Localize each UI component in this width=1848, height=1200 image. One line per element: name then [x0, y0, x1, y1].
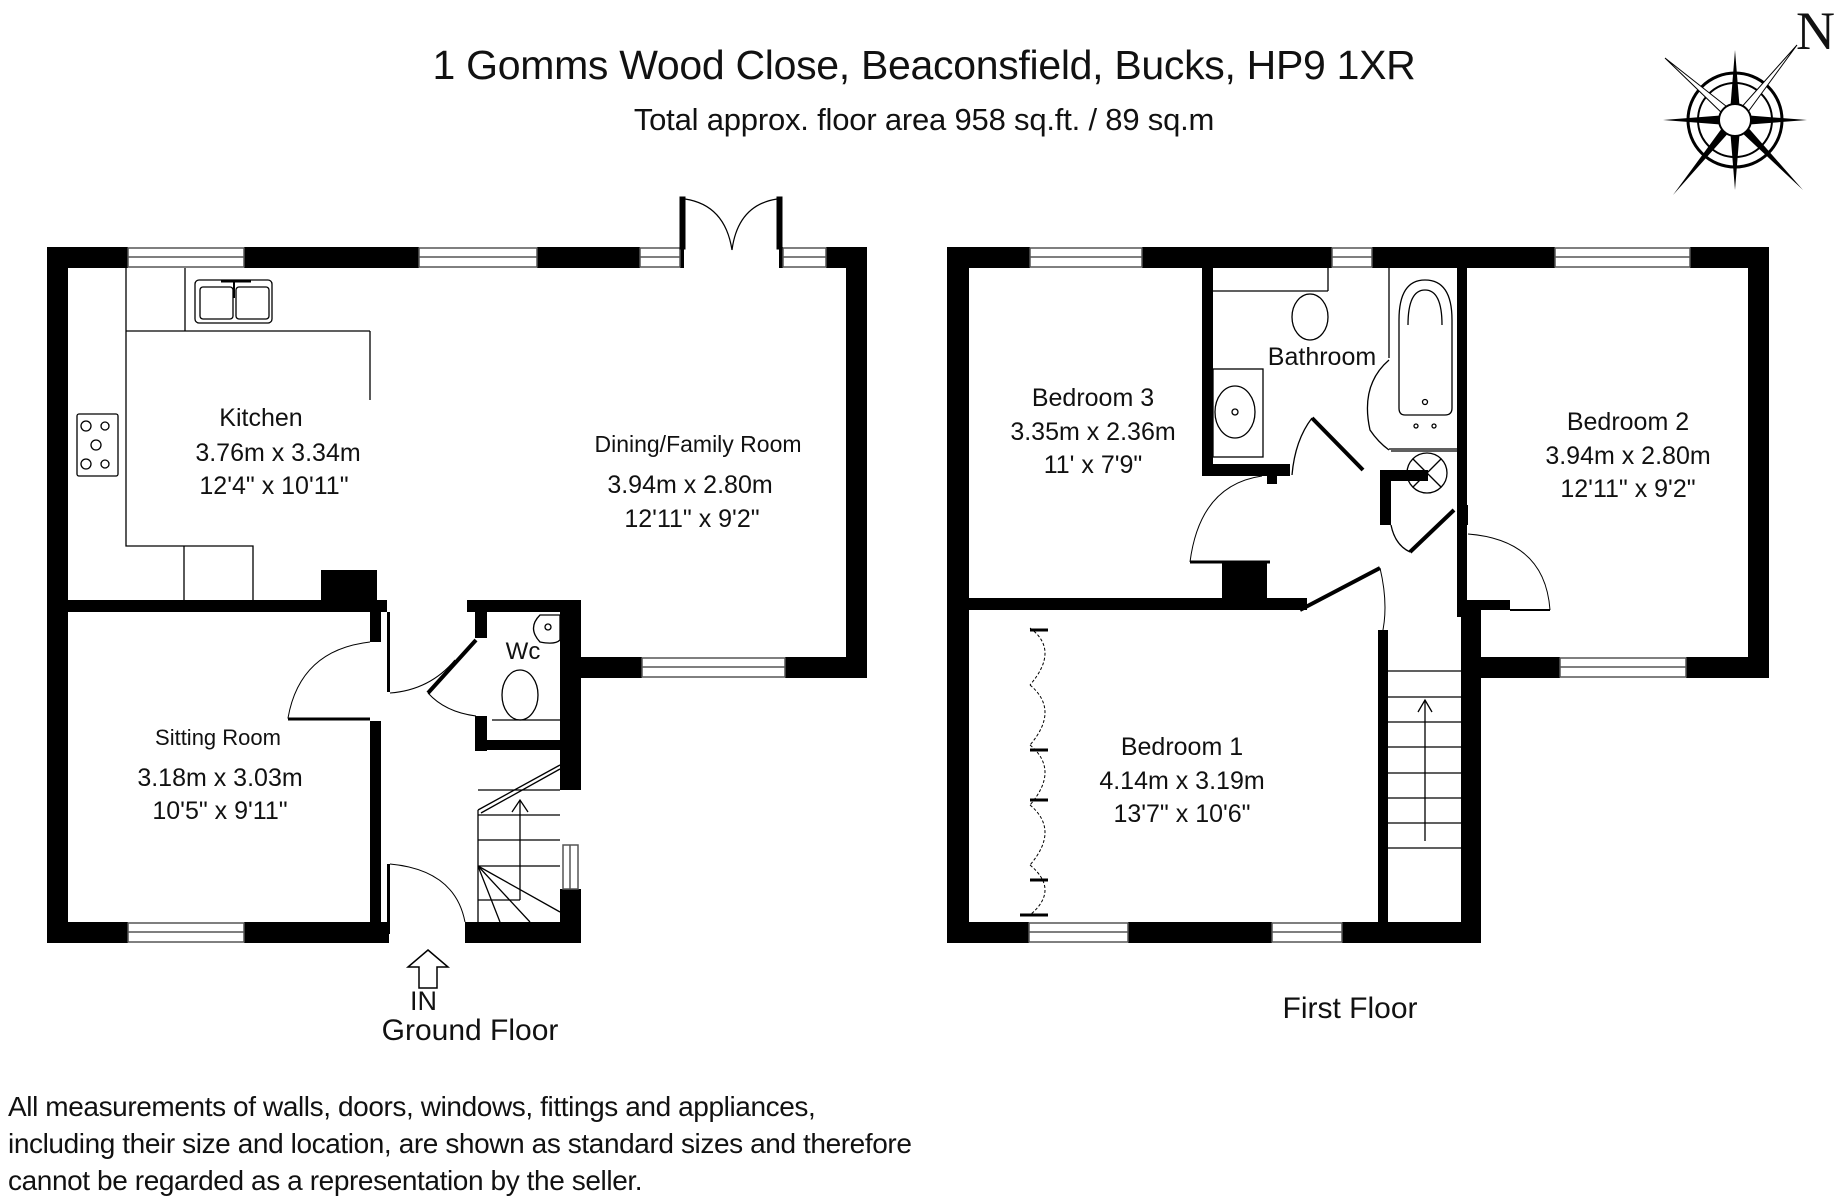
room-metric: 3.94m x 2.80m	[1545, 442, 1710, 470]
first-floor-walls	[947, 247, 1769, 943]
wardrobe	[1029, 627, 1046, 916]
first-floor-doors	[1189, 475, 1551, 643]
ground-staircase	[477, 764, 561, 923]
room-name: Bathroom	[1268, 343, 1376, 371]
room-metric: 3.35m x 2.36m	[1010, 418, 1175, 446]
wardrobe-handles	[1020, 628, 1048, 917]
kitchen-units	[76, 268, 371, 600]
hob-icon	[76, 413, 119, 477]
wc-fittings	[492, 614, 561, 721]
room-imperial: 11' x 7'9"	[1044, 451, 1143, 479]
room-name: Dining/Family Room	[594, 431, 801, 457]
room-name: Wc	[506, 638, 541, 665]
property-address: 1 Gomms Wood Close, Beaconsfield, Bucks,…	[432, 42, 1416, 88]
sink-icon	[194, 279, 273, 324]
total-floor-area: Total approx. floor area 958 sq.ft. / 89…	[633, 102, 1215, 137]
entrance-label: IN	[410, 986, 437, 1016]
disclaimer: All measurements of walls, doors, window…	[8, 1088, 912, 1199]
ground-floor-windows	[127, 247, 827, 943]
compass-rose-icon	[1663, 44, 1807, 195]
ground-floor-walls	[47, 247, 867, 943]
light-fitting-icon	[1406, 452, 1448, 494]
disclaimer-line: cannot be regarded as a representation b…	[8, 1165, 643, 1196]
disclaimer-line: including their size and location, are s…	[8, 1128, 912, 1159]
room-name: Bedroom 3	[1032, 384, 1154, 412]
room-metric: 3.76m x 3.34m	[195, 439, 360, 467]
room-imperial: 10'5" x 9'11"	[152, 797, 287, 825]
bath-icon	[1398, 279, 1453, 429]
room-imperial: 12'4" x 10'11"	[199, 472, 348, 500]
room-name: Bedroom 1	[1121, 733, 1243, 761]
room-name: Kitchen	[219, 404, 302, 432]
room-name: Sitting Room	[155, 725, 281, 750]
room-name: Bedroom 2	[1567, 408, 1689, 436]
french-doors	[679, 196, 783, 251]
ground-floor-label: Ground Floor	[381, 1014, 559, 1047]
first-floor-label: First Floor	[1282, 992, 1418, 1025]
entrance-arrow-icon	[405, 949, 451, 989]
disclaimer-line: All measurements of walls, doors, window…	[8, 1091, 816, 1122]
room-imperial: 12'11" x 9'2"	[624, 505, 759, 533]
room-imperial: 12'11" x 9'2"	[1560, 475, 1695, 503]
first-floor-windows	[1028, 247, 1691, 943]
ground-floor-plan: Kitchen 3.76m x 3.34m 12'4" x 10'11" Din…	[47, 196, 867, 989]
first-floor-plan: Bedroom 3 3.35m x 2.36m 11' x 7'9" Bathr…	[947, 247, 1769, 943]
north-label: N	[1796, 1, 1835, 61]
bathroom-fittings	[1212, 268, 1457, 554]
room-metric: 3.94m x 2.80m	[607, 471, 772, 499]
first-floor-staircase	[1388, 670, 1461, 849]
ground-floor-doors	[287, 638, 478, 923]
room-metric: 3.18m x 3.03m	[137, 764, 302, 792]
room-imperial: 13'7" x 10'6"	[1113, 800, 1250, 828]
room-metric: 4.14m x 3.19m	[1099, 767, 1264, 795]
